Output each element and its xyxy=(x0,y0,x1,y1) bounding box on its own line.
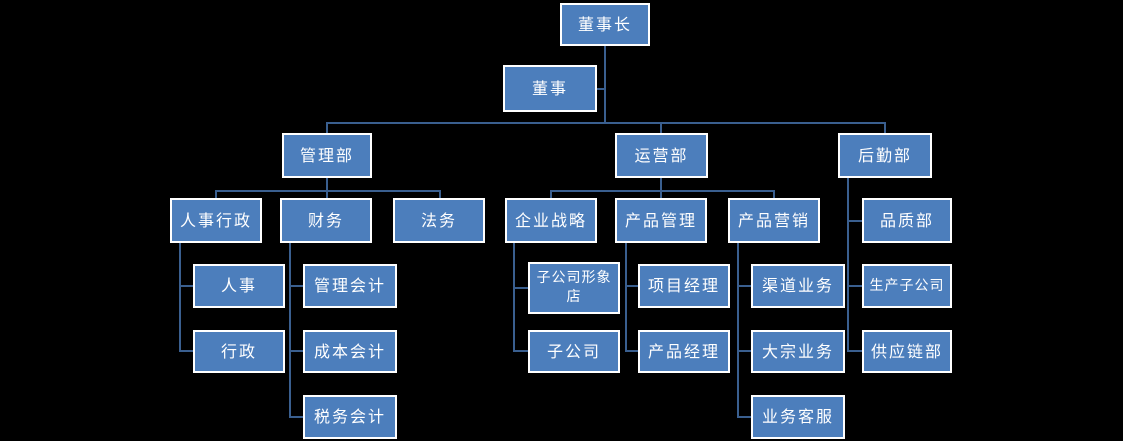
connector xyxy=(513,350,528,352)
connector xyxy=(179,243,181,352)
connector xyxy=(847,285,862,287)
org-node-admin[interactable]: 行政 xyxy=(193,330,285,373)
connector xyxy=(597,88,606,90)
org-node-product-manager[interactable]: 产品经理 xyxy=(638,330,730,373)
org-node-tax-accounting[interactable]: 税务会计 xyxy=(303,395,397,439)
org-node-business-customer-service[interactable]: 业务客服 xyxy=(751,395,845,439)
connector xyxy=(289,416,303,418)
connector xyxy=(289,243,291,417)
connector xyxy=(737,285,751,287)
connector xyxy=(326,122,328,133)
connector xyxy=(289,285,303,287)
org-node-channel-business[interactable]: 渠道业务 xyxy=(751,264,845,308)
org-node-supply-chain-dept[interactable]: 供应链部 xyxy=(862,330,952,373)
org-node-product-marketing[interactable]: 产品营销 xyxy=(728,198,820,243)
connector xyxy=(847,220,862,222)
connector xyxy=(625,285,638,287)
connector xyxy=(439,190,441,198)
connector xyxy=(625,350,638,352)
org-node-production-subsidiary[interactable]: 生产子公司 xyxy=(862,264,952,308)
connector xyxy=(326,178,328,199)
org-node-bulk-business[interactable]: 大宗业务 xyxy=(751,330,845,373)
org-node-operations-dept[interactable]: 运营部 xyxy=(615,133,708,178)
connector xyxy=(737,243,739,417)
connector xyxy=(660,122,662,133)
connector xyxy=(604,46,606,124)
org-node-legal[interactable]: 法务 xyxy=(393,198,485,243)
org-node-project-manager[interactable]: 项目经理 xyxy=(638,264,730,308)
connector xyxy=(737,350,751,352)
org-node-quality-dept[interactable]: 品质部 xyxy=(862,198,952,243)
connector xyxy=(289,350,303,352)
org-node-subsidiary[interactable]: 子公司 xyxy=(528,330,620,373)
connector xyxy=(660,178,662,199)
connector xyxy=(737,416,751,418)
connector xyxy=(847,350,862,352)
org-node-hr-admin[interactable]: 人事行政 xyxy=(170,198,262,243)
org-node-cost-accounting[interactable]: 成本会计 xyxy=(303,330,397,373)
connector xyxy=(215,190,217,198)
org-node-chairman[interactable]: 董事长 xyxy=(560,3,650,46)
org-node-management-dept[interactable]: 管理部 xyxy=(282,133,372,178)
org-node-finance[interactable]: 财务 xyxy=(280,198,372,243)
org-node-corporate-strategy[interactable]: 企业战略 xyxy=(505,198,597,243)
org-node-product-management[interactable]: 产品管理 xyxy=(615,198,707,243)
org-node-subsidiary-image-store[interactable]: 子公司形象店 xyxy=(528,262,620,314)
org-node-logistics-dept[interactable]: 后勤部 xyxy=(838,133,932,178)
connector xyxy=(847,178,849,352)
connector xyxy=(625,243,627,352)
connector xyxy=(884,122,886,133)
connector xyxy=(326,122,886,124)
connector xyxy=(550,190,552,198)
org-node-hr[interactable]: 人事 xyxy=(193,264,285,308)
connector xyxy=(513,243,515,352)
connector xyxy=(179,350,193,352)
connector xyxy=(773,190,775,198)
connector xyxy=(179,285,193,287)
connector xyxy=(215,190,441,192)
org-node-director[interactable]: 董事 xyxy=(503,65,597,112)
connector xyxy=(550,190,775,192)
org-node-management-accounting[interactable]: 管理会计 xyxy=(303,264,397,308)
connector xyxy=(513,287,528,289)
